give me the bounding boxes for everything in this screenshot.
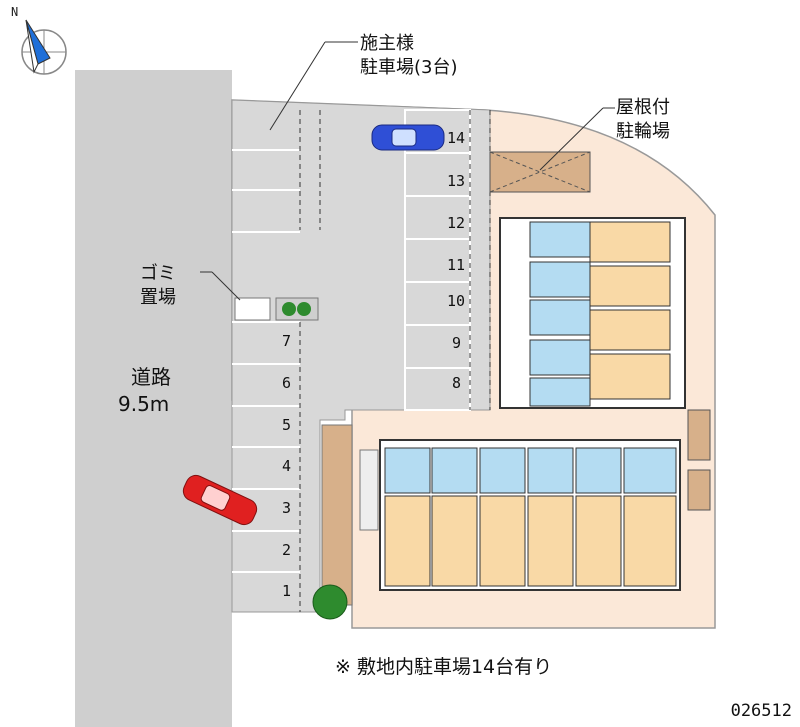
- stall-number: 12: [447, 214, 466, 232]
- walkway: [321, 424, 353, 606]
- parking-footnote: ※ 敷地内駐車場14台有り: [335, 656, 553, 678]
- stall-number: 8: [452, 374, 462, 392]
- utility-box-1: [687, 409, 711, 461]
- bike-parking-label: 屋根付 駐輪場: [616, 97, 670, 142]
- stall-number: 9: [452, 334, 462, 352]
- garbage-label: ゴミ 置場: [140, 263, 176, 308]
- compass-north-letter: N: [11, 5, 18, 19]
- road: [75, 70, 232, 727]
- tree-icon: [312, 584, 348, 620]
- road-name-label: 道路: [131, 365, 171, 389]
- stall-number: 2: [282, 541, 292, 559]
- owner-parking-label: 施主様 駐車場(3台): [360, 33, 458, 78]
- stall-number: 3: [282, 499, 292, 517]
- stall-number: 4: [282, 457, 292, 475]
- stall-number: 1: [282, 582, 292, 600]
- owner-parking-stalls: [232, 149, 300, 233]
- compass-icon: N: [4, 2, 70, 82]
- building-upper-units: [529, 221, 671, 407]
- stall-number: 11: [447, 256, 466, 274]
- left-parking-stalls: [232, 321, 300, 573]
- road-width-label: 9.5m: [118, 392, 170, 416]
- stall-number: 13: [447, 172, 466, 190]
- stairs: [359, 449, 379, 531]
- stall-number: 6: [282, 374, 292, 392]
- stall-number: 14: [447, 129, 466, 147]
- stall-number: 7: [282, 332, 292, 350]
- stall-number: 10: [447, 292, 466, 310]
- building-lower-units: [384, 447, 677, 587]
- blue-car-icon: [371, 124, 445, 151]
- garbage-area: [234, 297, 271, 321]
- stall-number: 5: [282, 416, 292, 434]
- utility-box-2: [687, 469, 711, 511]
- right-parking-stalls: [405, 152, 470, 369]
- property-code: 026512: [730, 701, 792, 721]
- red-car-icon: [182, 474, 258, 526]
